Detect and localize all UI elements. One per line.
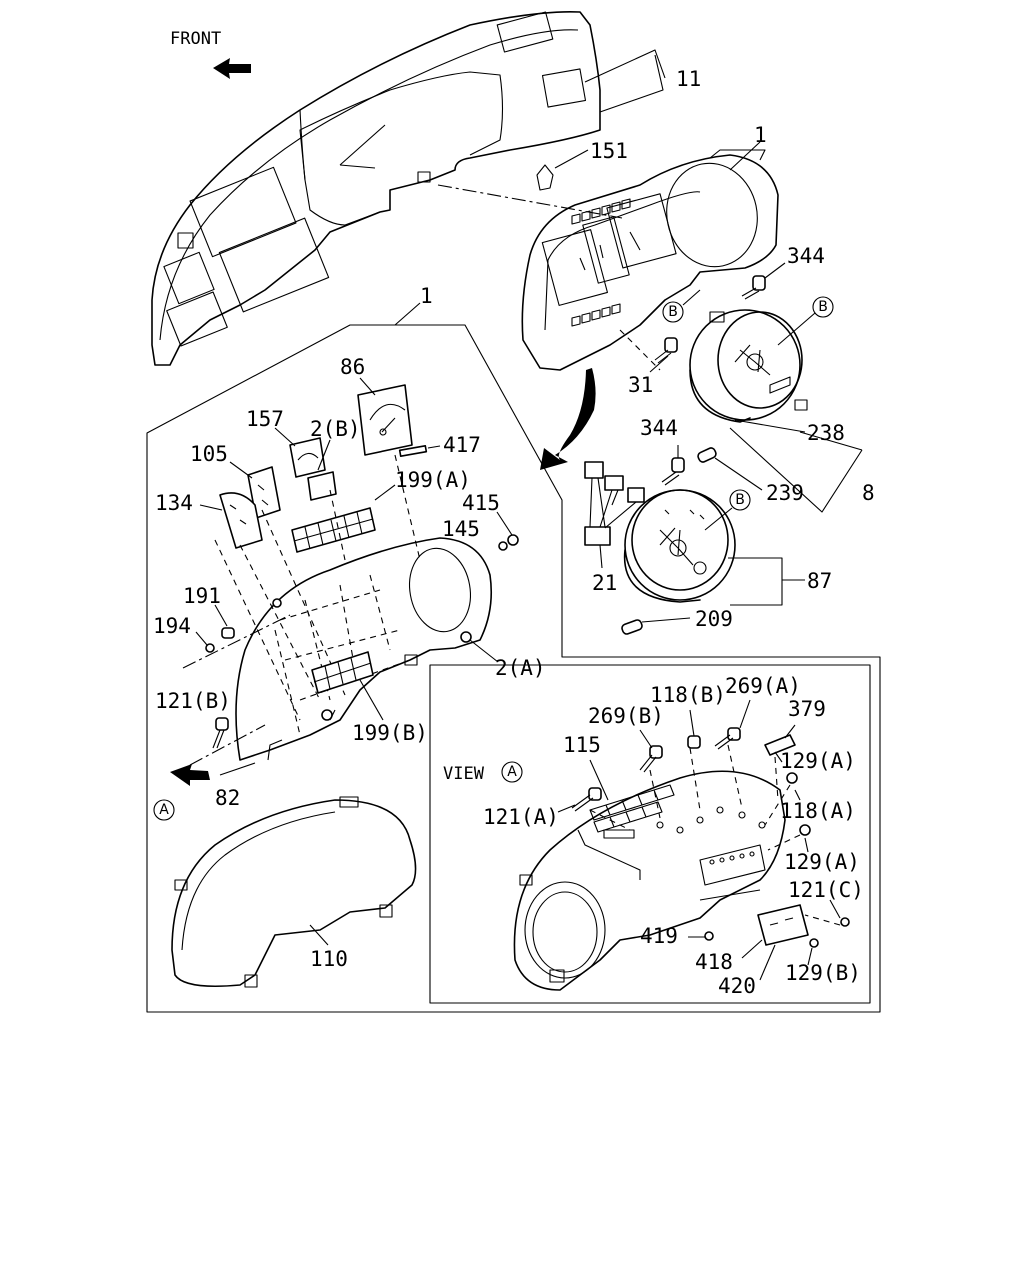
label-419: 419 [640, 924, 678, 948]
view-a-box [429, 664, 871, 1004]
label-145: 145 [442, 517, 480, 541]
label-129b: 129(B) [785, 961, 861, 985]
label-199a: 199(A) [395, 468, 471, 492]
label-87: 87 [807, 569, 832, 593]
label-105: 105 [190, 442, 228, 466]
part-194 [205, 643, 215, 653]
label-129a-1: 129(A) [780, 749, 856, 773]
face-157 [289, 437, 326, 478]
front-arrow-icon [213, 58, 251, 79]
label-8: 8 [862, 481, 875, 505]
front-label: FRONT [170, 29, 221, 49]
label-157: 157 [246, 407, 284, 431]
screw-31 [654, 337, 678, 364]
label-1-box: 1 [420, 284, 433, 308]
label-238: 238 [807, 421, 845, 445]
label-121b: 121(B) [155, 689, 231, 713]
bulb-239 [697, 447, 717, 463]
label-121c: 121(C) [788, 878, 864, 902]
marker-b-2: B [818, 299, 828, 315]
label-417: 417 [443, 433, 481, 457]
bulb-209 [621, 619, 643, 635]
label-239: 239 [766, 481, 804, 505]
harness-21 [584, 461, 645, 546]
label-269a: 269(A) [725, 674, 801, 698]
part-145 [498, 541, 508, 551]
part-417 [398, 444, 428, 458]
label-110: 110 [310, 947, 348, 971]
exploded-arrow-icon [540, 368, 596, 470]
label-118a: 118(A) [780, 799, 856, 823]
label-379: 379 [788, 697, 826, 721]
label-344-top: 344 [787, 244, 825, 268]
label-269b: 269(B) [588, 704, 664, 728]
view-marker-a: A [507, 764, 517, 780]
label-2a: 2(A) [495, 656, 546, 680]
screw-121b [212, 717, 229, 749]
label-11: 11 [676, 67, 701, 91]
view-label: VIEW [443, 764, 485, 784]
gauge-lower [623, 489, 736, 603]
label-418: 418 [695, 950, 733, 974]
screw-344-top [741, 275, 766, 300]
label-82: 82 [215, 786, 240, 810]
clip-151 [536, 164, 554, 191]
cluster-exploded [214, 454, 493, 761]
cluster-top [521, 149, 779, 371]
label-415: 415 [462, 491, 500, 515]
label-1-top: 1 [754, 123, 767, 147]
label-2b: 2(B) [310, 417, 361, 441]
label-209: 209 [695, 607, 733, 631]
block-199b [311, 651, 374, 694]
part-191 [221, 627, 235, 639]
lens-110 [171, 796, 417, 988]
face-86 [357, 384, 413, 456]
bracket-420 [757, 904, 809, 946]
dashboard-panel [151, 10, 601, 366]
label-344-mid: 344 [640, 416, 678, 440]
marker-b-3: B [735, 492, 745, 508]
block-199a [291, 507, 376, 553]
label-134: 134 [155, 491, 193, 515]
label-31: 31 [628, 373, 653, 397]
label-199b: 199(B) [352, 721, 428, 745]
front-indicator: FRONT [170, 29, 251, 79]
label-21: 21 [592, 571, 617, 595]
label-118b: 118(B) [650, 683, 726, 707]
label-151: 151 [590, 139, 628, 163]
label-420: 420 [718, 974, 756, 998]
label-121a: 121(A) [483, 805, 559, 829]
screw-344-mid [661, 457, 685, 486]
exploded-section-frame [146, 324, 881, 1013]
label-129a-2: 129(A) [784, 850, 860, 874]
label-194: 194 [153, 614, 191, 638]
part-415 [507, 534, 519, 546]
label-191: 191 [183, 584, 221, 608]
marker-a-section: A [159, 802, 169, 818]
label-86: 86 [340, 355, 365, 379]
view-arrow-icon [170, 764, 210, 786]
label-115: 115 [563, 733, 601, 757]
marker-b-1: B [668, 304, 678, 320]
gauge-upper [689, 309, 808, 423]
